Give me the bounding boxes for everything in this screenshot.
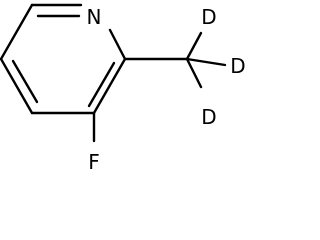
fluorine-label: F [88, 150, 100, 174]
nitrogen-label: N [87, 5, 102, 29]
bond-n-c2 [108, 28, 127, 61]
bond-c2-c3 [92, 57, 127, 115]
atom-labels: N F D D D [87, 5, 246, 174]
deuterium-top-label: D [201, 5, 216, 29]
deuterium-bottom-label: D [201, 105, 216, 129]
deuterium-right-label: D [230, 54, 245, 78]
bond-c2-c3-inner [87, 61, 116, 108]
bond-c5-c6 [0, 3, 34, 61]
bond-methyl-d-bottom [185, 57, 203, 89]
bond-c4-c5-inner [11, 59, 39, 104]
molecule-structure: N F D D D [0, 3, 246, 174]
bond-methyl-d-top [185, 31, 203, 61]
substituent-bonds [92, 31, 227, 143]
bond-c4-c5 [0, 57, 34, 115]
bond-methyl-d-right [185, 57, 227, 67]
ring-bonds [0, 3, 127, 115]
